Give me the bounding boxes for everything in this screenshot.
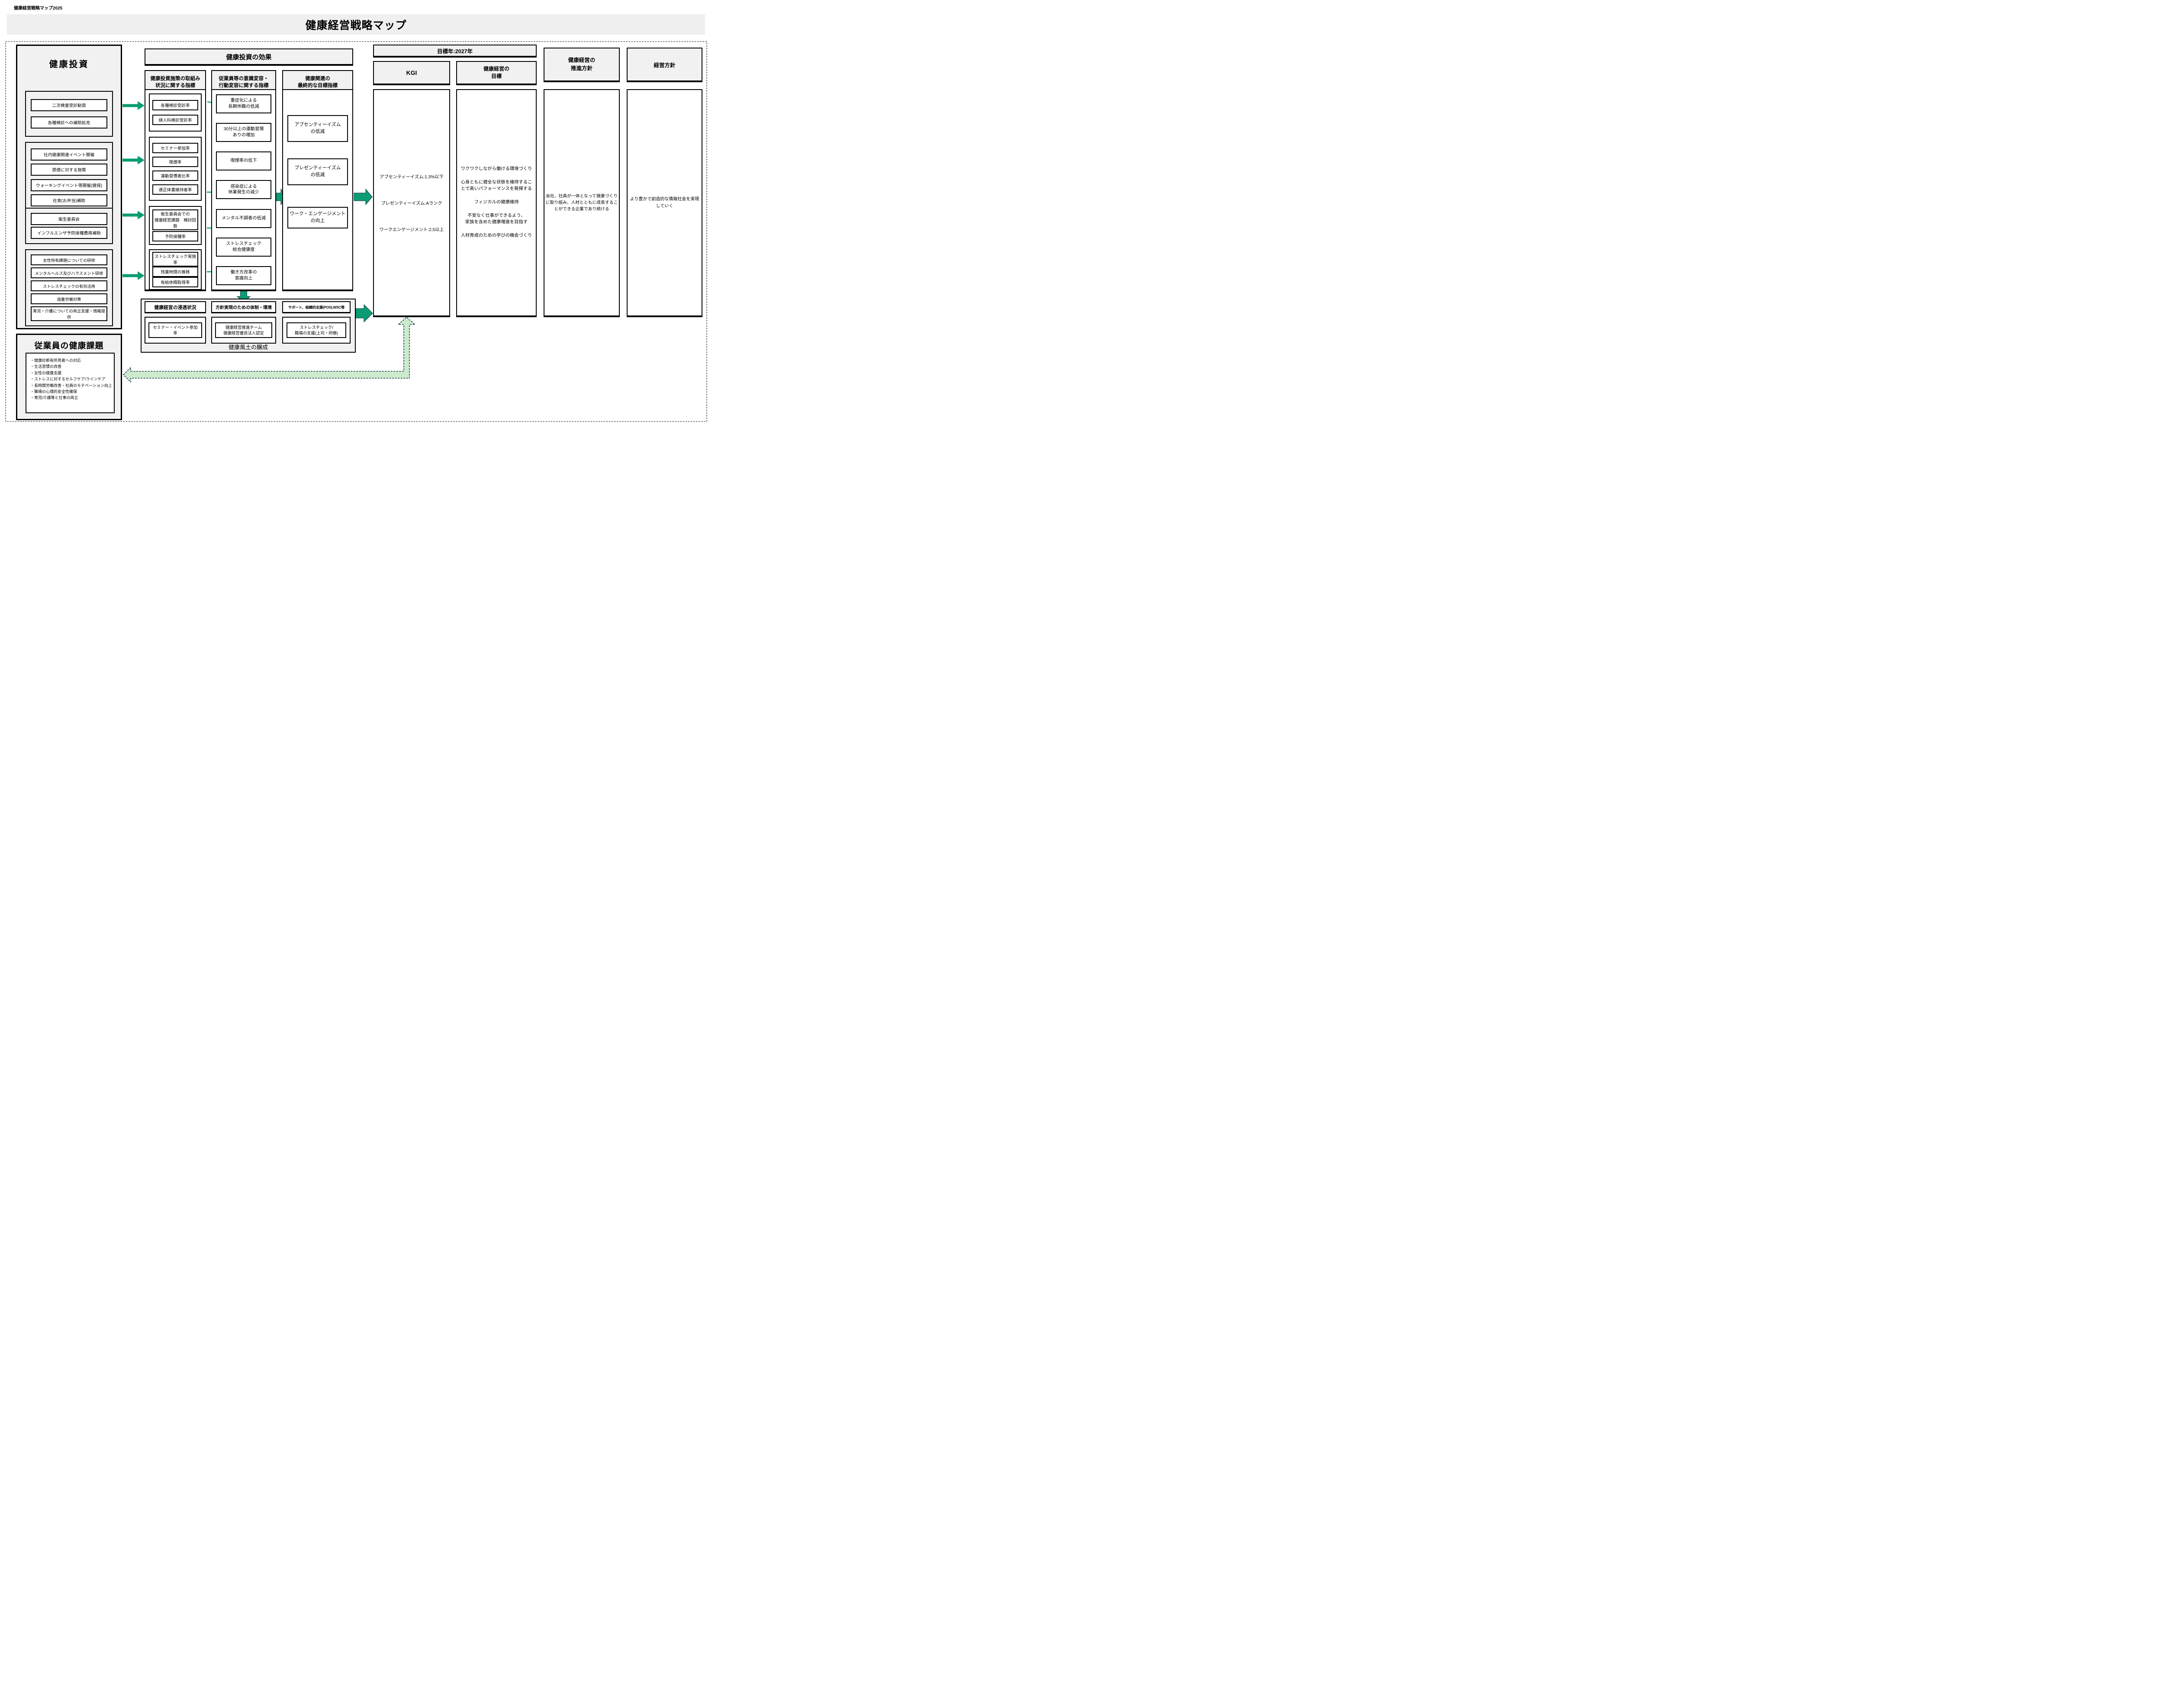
list-item: ・女性の健康支援: [30, 370, 62, 375]
promotion-policy-header: 健康経営の 推進方針: [544, 48, 620, 82]
header-structure-environment: 方針実現のための体制・環境: [211, 301, 276, 313]
goal-content: ワクワクしながら働ける環境づくり心身ともに健全な状態を維持するこ とで高いパフォ…: [456, 89, 537, 317]
list-item: ・育児/介護等と仕事の両立: [30, 396, 78, 400]
indicator-group-1: 各種検診受診率婦人科検診受診率: [149, 93, 202, 132]
list-item: 残業時間の推移: [152, 267, 198, 277]
list-item: 予防接種率: [152, 231, 198, 241]
effects-header: 健康投資の効果: [145, 48, 353, 66]
list-item: アブセンティーイズム の低減: [287, 115, 348, 142]
penetration-item: セミナー・イベント参加率: [148, 322, 203, 338]
list-item: 禁煙に対する施策: [31, 164, 107, 176]
target-year-header: 目標年:2027年: [373, 45, 537, 58]
big-arrow-final-to-kgi-icon: [354, 188, 373, 206]
list-item: 各種検診受診率: [152, 100, 198, 111]
big-arrow-support-to-kgi-icon: [355, 304, 373, 323]
kgi-header: KGI: [373, 61, 450, 85]
list-item: 社内健康関連イベント開催: [31, 148, 107, 161]
column-final-indicators: アブセンティーイズム の低減プレゼンティーイズム の低減ワーク・エンゲージメント…: [282, 89, 353, 291]
investment-group-4: 女性特有課題についての研修メンタルヘルス及びハラスメント研修ストレスチェックの有…: [25, 249, 113, 326]
issues-list: ・健康診断有所見者への対応・生活習慣の改善・女性の健康支援・ストレスに対するセル…: [26, 353, 115, 413]
penetration-box-3: ストレスチェック/ 職場の支援(上司・同僚): [282, 317, 351, 344]
penetration-box-2: 健康経営推進チーム 健康経営優良法人認定: [211, 317, 276, 344]
indicator-group-3: 衛生委員会での 健康経営課題 検討回数予防接種率: [149, 206, 202, 245]
list-item: 感染症による 休業発生の減少: [216, 180, 271, 199]
list-item: フィジカルの健康維持: [474, 200, 519, 205]
list-item: 衛生委員会での 健康経営課題 検討回数: [152, 209, 198, 230]
penetration-item: ストレスチェック/ 職場の支援(上司・同僚): [286, 322, 347, 338]
flow-arrow-icon: [122, 211, 145, 219]
kgi-content: アブセンティーイズム:1.3%以下プレゼンティーイズム:Aランクワークエンゲージ…: [373, 89, 450, 317]
list-item: アブセンティーイズム:1.3%以下: [380, 175, 444, 180]
list-item: ストレスチェック実施率: [152, 252, 198, 267]
penetration-box-1: セミナー・イベント参加率: [145, 317, 206, 344]
header-support-pos-wsc: サポート、組織的支援(POS),WSC等: [282, 301, 351, 313]
list-item: 不安なく仕事ができるよう、 家族を含めた健康増進を目指す: [465, 213, 528, 225]
flow-arrow-icon: [122, 156, 145, 164]
list-item: 衛生委員会: [31, 212, 107, 225]
list-item: ・健康診断有所見者への対応: [30, 358, 81, 363]
management-policy-header: 経営方針: [627, 48, 702, 82]
list-item: 心身ともに健全な状態を維持するこ とで高いパフォーマンスを発揮する: [460, 180, 532, 192]
section-employee-health-issues: 従業員の健康課題 ・健康診断有所見者への対応・生活習慣の改善・女性の健康支援・ス…: [16, 334, 122, 420]
issues-title: 従業員の健康課題: [34, 341, 104, 351]
investment-group-1: 二次検査受診勧奨各種検診への補助拡充: [25, 91, 113, 137]
title-band: 健康経営戦略マップ: [7, 14, 705, 35]
promotion-policy-content: 会社、社員が一体となって健康づくり に取り組み、人材とともに成長するこ とができ…: [544, 89, 620, 317]
goal-header: 健康経営の 目標: [456, 61, 537, 85]
list-item: 育児・介護についての両立支援・情報提供: [31, 306, 107, 321]
list-item: ・職場の心理的安全性確保: [30, 389, 77, 394]
list-item: ・生活習慣の改善: [30, 364, 62, 369]
list-item: プレゼンティーイズム の低減: [287, 158, 348, 185]
column-behavior-indicators: 重症化による 長期休職の低減 30分以上の運動習慣 ありの増加喫煙率の低下感染症に…: [211, 89, 276, 291]
list-item: 喫煙率: [152, 157, 198, 167]
list-item: 重症化による 長期休職の低減: [216, 94, 271, 113]
list-item: 女性特有課題についての研修: [31, 254, 107, 265]
column-initiative-indicators: 各種検診受診率婦人科検診受診率 セミナー参加率喫煙率運動習慣者比率適正体重維持者…: [145, 89, 206, 291]
investment-group-2: 社内健康関連イベント開催禁煙に対する施策ウォーキングイベント等開催(健保) 社食(…: [25, 142, 113, 213]
list-item: インフルエンザ予防接種費用補助: [31, 227, 107, 239]
list-item: 過重労働対策: [31, 293, 107, 304]
list-item: 婦人科検診受診率: [152, 114, 198, 125]
list-item: ストレスチェック 総合健康度: [216, 237, 271, 257]
page-title: 健康経営戦略マップ: [305, 19, 407, 32]
document-corner-label: 健康経営戦略マップ2025: [14, 6, 63, 11]
invest-to-indicator-arrows: [122, 101, 145, 280]
penetration-item: 健康経営推進チーム 健康経営優良法人認定: [215, 322, 272, 338]
list-item: 各種検診への補助拡充: [31, 116, 107, 129]
list-item: 運動習慣者比率: [152, 170, 198, 181]
culture-footer-label: 健康風土の醸成: [228, 344, 268, 351]
list-item: ・長時間労働改善・社員のモチベーション向上: [30, 383, 112, 388]
list-item: 人材育成のための学びの機会づくり: [460, 233, 532, 238]
management-policy-content: より豊かで創造的な情報社会を実現 していく: [627, 89, 702, 317]
list-item: プレゼンティーイズム:Aランク: [381, 201, 442, 206]
section-title: 健康投資: [49, 60, 89, 69]
list-item: 喫煙率の低下: [216, 151, 271, 171]
list-item: ワーク・エンゲージメント の向上: [287, 207, 348, 228]
flow-arrow-icon: [122, 101, 145, 110]
indicator-group-2: セミナー参加率喫煙率運動習慣者比率適正体重維持者率: [149, 137, 202, 201]
flow-arrow-icon: [122, 271, 145, 280]
list-item: セミナー参加率: [152, 143, 198, 153]
investment-group-3: 衛生委員会インフルエンザ予防接種費用補助: [25, 208, 113, 244]
list-item: 社食(お弁当)補助: [31, 194, 107, 207]
list-item: メンタル不調者の低減: [216, 209, 271, 228]
list-item: 働き方改革の 意識向上: [216, 266, 271, 285]
strategy-map-page: 健康経営戦略マップ2025 健康経営戦略マップ: [0, 0, 712, 427]
list-item: ・ストレスに対するセルフケア/ラインケア: [30, 377, 106, 382]
list-item: 30分以上の運動習慣 ありの増加: [216, 123, 271, 142]
list-item: ストレスチェックの有効活用: [31, 280, 107, 291]
section-health-investment: 健康投資 二次検査受診勧奨各種検診への補助拡充 社内健康関連イベント開催禁煙に対…: [16, 45, 122, 329]
list-item: メンタルヘルス及びハラスメント研修: [31, 267, 107, 278]
list-item: 二次検査受診勧奨: [31, 99, 107, 111]
list-item: ウォーキングイベント等開催(健保): [31, 179, 107, 191]
list-item: 適正体重維持者率: [152, 184, 198, 195]
list-item: 有給休暇取得率: [152, 277, 198, 287]
indicator-group-4: ストレスチェック実施率残業時間の推移有給休暇取得率: [149, 249, 202, 290]
list-item: ワークエンゲージメント:2.5以上: [379, 228, 444, 232]
header-penetration-status: 健康経営の浸透状況: [145, 301, 206, 313]
list-item: ワクワクしながら働ける環境づくり: [460, 167, 532, 172]
